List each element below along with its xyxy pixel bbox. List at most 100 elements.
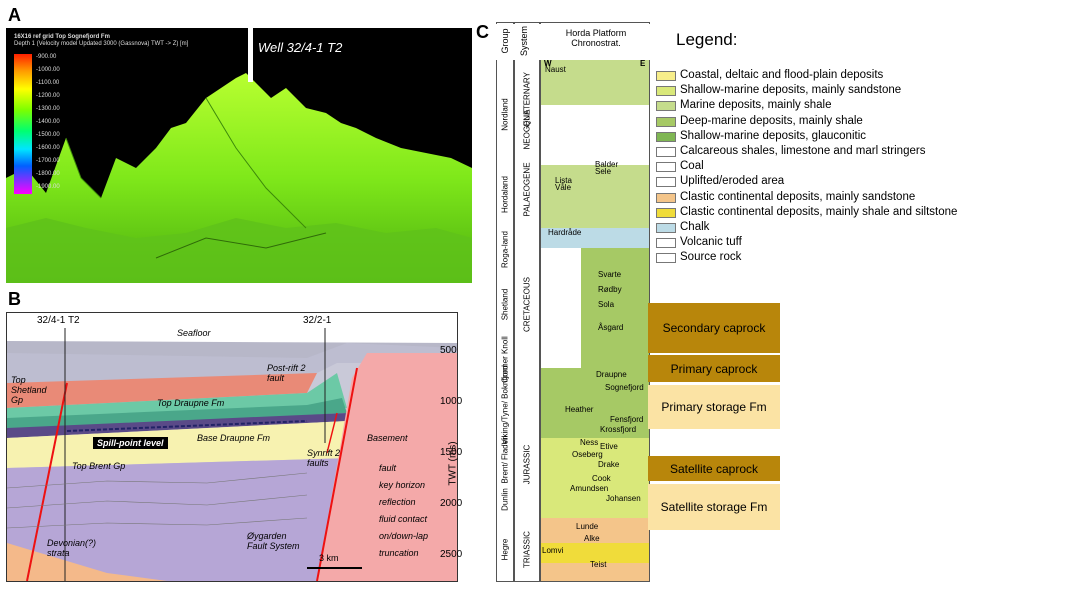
- group-label: Shetland: [500, 288, 510, 321]
- header-title: 16X16 ref grid Top Sognefjord Fm: [14, 34, 110, 40]
- legend-swatch: [656, 177, 676, 188]
- legend-b-item: truncation: [379, 548, 419, 558]
- well-label: Well 32/4-1 T2: [258, 40, 343, 55]
- scale-tick: -1800.00: [36, 171, 60, 177]
- legend-swatch: [656, 147, 676, 157]
- scale-tick: -1400.00: [36, 119, 60, 125]
- group-label: Hegre: [500, 538, 510, 561]
- formation-label: Naust: [545, 65, 566, 74]
- legend-swatch: [656, 116, 676, 127]
- twt-tick: 1500: [440, 447, 463, 458]
- legend-swatch: [656, 192, 676, 203]
- well-marker: [248, 28, 253, 82]
- primary-caprock-box: Primary caprock: [648, 355, 780, 382]
- legend-swatch: [656, 207, 676, 218]
- legend-c-item: Chalk: [656, 221, 709, 233]
- legend-swatch: [656, 86, 676, 97]
- formation-label: Teist: [590, 560, 607, 569]
- panel-a-3d-surface: 16X16 ref grid Top Sognefjord Fm Depth 1…: [6, 28, 472, 283]
- group-column: [496, 22, 514, 582]
- legend-b-item: fault: [379, 463, 397, 473]
- scale-tick: -1600.00: [36, 145, 60, 151]
- legend-c-item: Volcanic tuff: [656, 236, 742, 249]
- formation-label: Åsgard: [598, 323, 624, 332]
- legend-c-item: Clastic continental deposits, mainly san…: [656, 191, 915, 203]
- legend-swatch: [656, 71, 676, 81]
- legend-swatch: [656, 238, 676, 249]
- scale-tick: -1300.00: [36, 106, 60, 112]
- formation-label: Draupne: [596, 370, 627, 379]
- legend-swatch: [656, 101, 676, 112]
- formation-label: Heather: [565, 405, 594, 414]
- top-draupne-label: Top Draupne Fm: [157, 398, 225, 408]
- seafloor-label: Seafloor: [177, 328, 211, 338]
- legend-c-item: Clastic continental deposits, mainly sha…: [656, 206, 957, 218]
- formation-label: Lunde: [576, 522, 599, 531]
- formation-label: Amundsen: [570, 484, 609, 493]
- twt-tick: 500: [440, 345, 457, 356]
- formation-label: Johansen: [606, 494, 641, 503]
- chrono-header: Horda Platform Chronostrat.: [565, 28, 627, 48]
- legend-swatch: [656, 253, 676, 264]
- well-32-4-1-label: 32/4-1 T2: [37, 315, 80, 326]
- panel-b-label: B: [8, 289, 21, 309]
- panel-c-label: C: [476, 22, 489, 42]
- twt-tick: 2500: [440, 549, 463, 560]
- formation-label: Sele: [595, 167, 612, 176]
- panel-c-header: Group System Horda Platform Chronostrat.: [496, 24, 650, 60]
- twt-tick: 2000: [440, 498, 463, 509]
- satellite-storage-box: Satellite storage Fm: [648, 484, 780, 530]
- devonian-label: Devonian(?) strata: [47, 538, 97, 558]
- east-label: E: [640, 59, 646, 68]
- formation-label: Lomvi: [542, 546, 564, 555]
- scale-tick: -1200.00: [36, 93, 60, 99]
- legend-c-item: Marine deposits, mainly shale: [656, 99, 832, 112]
- legend-c-item: Calcareous shales, limestone and marl st…: [656, 145, 925, 157]
- group-label: Nordland: [500, 98, 510, 131]
- primary-storage-box: Primary storage Fm: [648, 385, 780, 429]
- scale-tick: -1100.00: [36, 80, 60, 86]
- formation-label: Etive: [600, 442, 618, 451]
- legend-b-item: key horizon: [379, 480, 426, 490]
- group-label: Hordaland: [500, 176, 510, 213]
- panel-a-label: A: [8, 5, 21, 25]
- chronostrat-column: [540, 22, 650, 582]
- top-shetland-label: Top Shetland Gp: [11, 375, 47, 405]
- legend-c-item: Coastal, deltaic and flood-plain deposit…: [656, 69, 883, 81]
- legend-c-item: Coal: [656, 160, 704, 173]
- oygarden-label: Øygarden Fault System: [247, 531, 300, 551]
- spill-point-label: Spill-point level: [93, 437, 168, 449]
- group-label: Roga-land: [500, 231, 510, 268]
- surface-render: [6, 73, 472, 283]
- legend-b-item: on/down-lap: [379, 531, 429, 541]
- system-label: TRIASSIC: [522, 531, 532, 568]
- formation-label: Cook: [592, 474, 611, 483]
- surface-header: 16X16 ref grid Top Sognefjord Fm Depth 1…: [14, 34, 244, 48]
- legend-b-item: reflection: [379, 497, 416, 507]
- legend-title: Legend:: [676, 30, 738, 49]
- depth-color-scale: [14, 54, 32, 194]
- scale-tick: -1000.00: [36, 67, 60, 73]
- legend-c-item: Deep-marine deposits, mainly shale: [656, 115, 863, 127]
- legend-c-item: Shallow-marine deposits, mainly sandston…: [656, 84, 901, 97]
- system-column: [514, 22, 540, 582]
- formation-label: Alke: [584, 534, 600, 543]
- scale-bar-label: 3 km: [319, 553, 339, 563]
- formation-label: Krossfjord: [600, 425, 637, 434]
- group-header: Group: [500, 28, 510, 54]
- top-brent-label: Top Brent Gp: [72, 461, 126, 471]
- legend-c-item: Shallow-marine deposits, glauconitic: [656, 130, 866, 142]
- formation-label: Lista: [555, 176, 572, 185]
- formation-label: Svarte: [598, 270, 622, 279]
- scale-tick: -900.00: [36, 54, 57, 60]
- system-label: PALAEOGENE: [522, 162, 532, 217]
- base-draupne-label: Base Draupne Fm: [197, 433, 271, 443]
- scale-tick: -1500.00: [36, 132, 60, 138]
- panel-b-seismic-section: 32/4-1 T2 32/2-1 Seafloor Top Shetland G…: [6, 312, 458, 582]
- formation-label: Sognefjord: [605, 383, 644, 392]
- formation-label: Våle: [555, 183, 572, 192]
- synrift-faults-label: Synrift 2 faults: [307, 448, 341, 468]
- scale-tick: -1700.00: [36, 158, 60, 164]
- legend-c-item: Uplifted/eroded area: [656, 175, 784, 188]
